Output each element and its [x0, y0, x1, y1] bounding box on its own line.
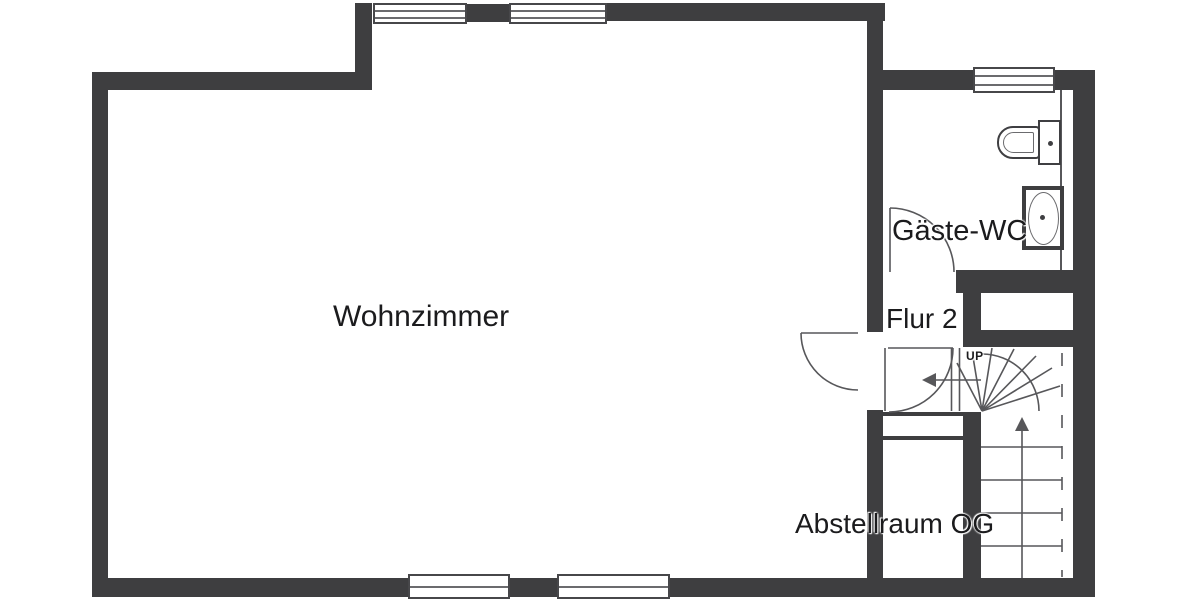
stair-winder-treads	[956, 347, 1061, 412]
wall-living-right-lower	[867, 410, 883, 597]
door-living-room-swing	[800, 332, 859, 391]
wall-stairwell-left	[963, 412, 981, 597]
room-label-guest-wc: Gäste-WC	[892, 215, 1028, 247]
stairs	[934, 347, 1063, 578]
wall-left-outer	[92, 72, 108, 597]
wall-right-outer	[1073, 70, 1095, 597]
window-top-b	[509, 3, 607, 24]
window-top-a	[373, 3, 467, 24]
toilet-cistern-icon	[1038, 120, 1061, 165]
stair-up-arrowhead	[1015, 417, 1029, 431]
stair-exit-arrowhead	[922, 373, 936, 387]
wall-living-right-upper	[867, 3, 883, 332]
sink-basin	[1028, 192, 1059, 245]
stair-up-label: UP	[966, 349, 984, 363]
wall-top-right	[605, 3, 885, 21]
wall-step	[355, 3, 372, 90]
toilet-icon	[997, 126, 1040, 159]
wc-door-opening	[883, 269, 956, 295]
wall-top-left	[92, 72, 372, 90]
wall-niche-bottom	[963, 330, 1075, 347]
sink-icon	[1022, 186, 1064, 250]
passage-bottom-edge	[883, 436, 963, 440]
window-wc	[973, 67, 1055, 93]
window-bottom-b	[557, 574, 670, 599]
toilet-bowl-rim	[1003, 132, 1034, 153]
door-wc-swing	[889, 207, 955, 273]
wall-top-pier	[465, 4, 511, 22]
room-label-storage: Abstellraum OG	[795, 508, 995, 539]
sink-drain	[1040, 215, 1045, 220]
room-label-hallway: Flur 2	[886, 303, 958, 334]
stair-winder-arc	[981, 353, 1040, 412]
room-label-living-room: Wohnzimmer	[333, 300, 510, 333]
passage-top-edge	[883, 412, 963, 416]
window-bottom-a	[408, 574, 510, 599]
cistern-button	[1048, 141, 1053, 146]
